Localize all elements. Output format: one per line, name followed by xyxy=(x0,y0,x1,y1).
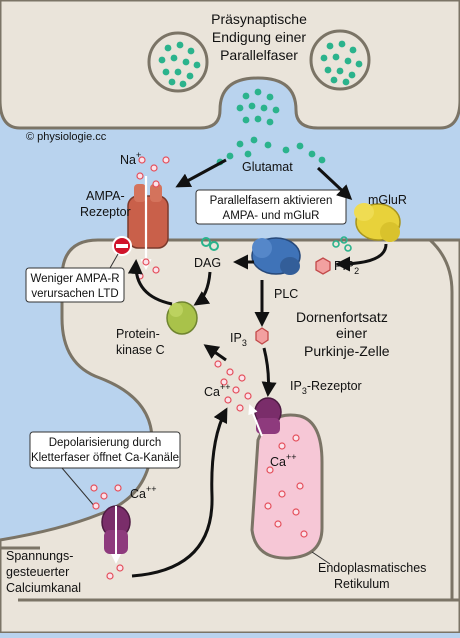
vgcc-label-3: Calciumkanal xyxy=(6,581,81,595)
dag-molecule xyxy=(201,237,219,251)
arrow-glutamate-to-mglur xyxy=(316,166,353,201)
spine-right-edge xyxy=(428,238,454,600)
signal-arrows xyxy=(127,158,388,578)
vgcc-label-1: Spannungs- xyxy=(6,549,73,563)
plc-label: PLC xyxy=(274,287,298,301)
er-label-2: Retikulum xyxy=(334,577,390,591)
ca-cytosol-dots xyxy=(214,360,252,412)
presyn-label-3: Parallelfaser xyxy=(220,47,298,63)
ip3r-label: IP3-Rezeptor xyxy=(290,379,362,396)
callout-ltd-text-2: verursachen LTD xyxy=(31,288,118,300)
protein-kinase-c xyxy=(166,301,198,335)
glutamate-label: Glutamat xyxy=(242,160,293,174)
arrow-vgcc-to-cytosol xyxy=(131,407,228,578)
dag-label: DAG xyxy=(194,256,221,270)
presyn-label-2: Endigung einer xyxy=(212,29,307,45)
ca-er-dots xyxy=(264,434,308,538)
mglur-receptor xyxy=(354,203,401,242)
arrow-ip3-to-ip3r xyxy=(261,347,277,397)
callout-pf-text-1: Parallelfasern aktivieren xyxy=(210,195,333,207)
callout-climbing-fiber: Depolarisierung durch Kletterfaser öffne… xyxy=(29,431,181,509)
spine-label-1: Dornenfortsatz xyxy=(296,309,388,325)
arrow-glutamate-to-ampa xyxy=(175,158,227,188)
ca-channel-dots xyxy=(90,484,124,580)
ampa-label-2: Rezeptor xyxy=(80,205,131,219)
na-label: Na+ xyxy=(120,150,141,167)
pip2-molecule xyxy=(315,236,352,275)
ampa-label-1: AMPA- xyxy=(86,189,125,203)
ip3-label: IP3 xyxy=(230,331,247,348)
vesicle-left xyxy=(147,31,209,93)
vesicle-fusing xyxy=(236,88,280,126)
callout-cf-text-2: Kletterfaser öffnet Ca-Kanäle xyxy=(31,452,179,464)
callout-ltd: Weniger AMPA-R verursachen LTD xyxy=(25,253,125,303)
internalization-icon xyxy=(112,236,132,256)
arrow-mglur-to-plc xyxy=(335,243,388,272)
arrow-ca-to-pkc xyxy=(203,344,227,362)
presyn-label-1: Präsynaptische xyxy=(211,11,307,27)
ca-cytosol-label: Ca++ xyxy=(204,382,231,399)
callout-parallel-fibers: Parallelfasern aktivieren AMPA- und mGlu… xyxy=(195,189,347,225)
callout-cf-text-1: Depolarisierung durch xyxy=(49,437,162,449)
na-ions xyxy=(136,156,170,280)
pkc-label-2: kinase C xyxy=(116,343,165,357)
ip3-receptor xyxy=(248,397,282,437)
ampa-receptor xyxy=(127,176,169,271)
arrow-pkc-to-ampa xyxy=(127,259,173,306)
ip3-molecule xyxy=(255,327,269,345)
er-leader-line xyxy=(311,551,331,565)
voltage-gated-ca-channel xyxy=(101,505,131,564)
callout-pf-text-2: AMPA- und mGluR xyxy=(223,210,320,222)
arrow-dag-to-pkc xyxy=(193,271,212,306)
vgcc-label-2: gesteuerter xyxy=(6,565,69,579)
ca-channel-label: Ca++ xyxy=(130,484,157,501)
vesicle-right xyxy=(309,29,371,91)
callout-ltd-text-1: Weniger AMPA-R xyxy=(30,273,119,285)
spine-label-3: Purkinje-Zelle xyxy=(304,343,390,359)
pkc-label-1: Protein- xyxy=(116,327,160,341)
mglur-label: mGluR xyxy=(368,193,407,207)
endoplasmic-reticulum xyxy=(250,413,324,560)
ca-er-label: Ca++ xyxy=(270,452,297,469)
er-label-1: Endoplasmatisches xyxy=(318,561,426,575)
plc-enzyme xyxy=(251,237,301,275)
spine-label-2: einer xyxy=(336,325,367,341)
copyright-text: © physiologie.cc xyxy=(26,131,107,143)
